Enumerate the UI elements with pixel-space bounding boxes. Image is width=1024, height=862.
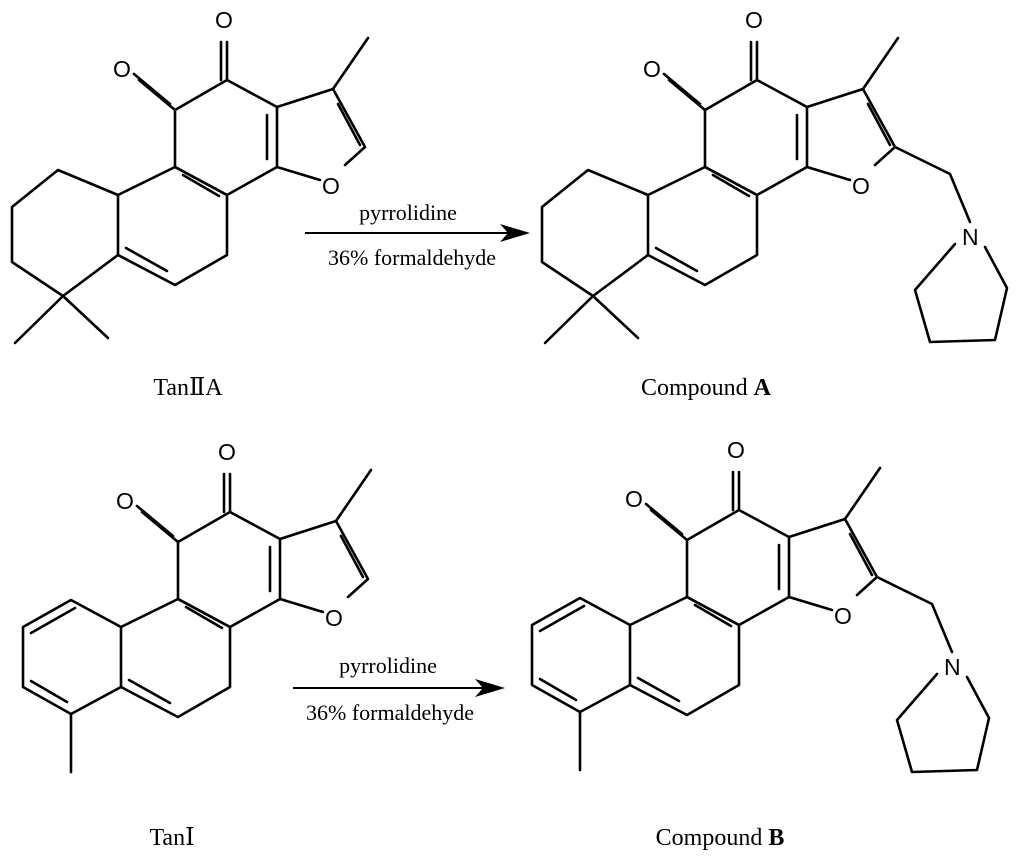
- oxygen-atom: O: [113, 56, 131, 82]
- nitrogen-atom: N: [944, 654, 961, 680]
- oxygen-atom: O: [643, 56, 661, 82]
- reagent-pyrrolidine: pyrrolidine: [339, 653, 437, 678]
- product-label-compound-a: Compound A: [641, 375, 772, 401]
- oxygen-atom: O: [745, 7, 763, 33]
- reactant-label-tan-i: TanⅠ: [149, 825, 194, 851]
- reagent-formaldehyde: 36% formaldehyde: [306, 700, 474, 725]
- nitrogen-atom: N: [962, 224, 979, 250]
- tan-i-structure: O O O: [21, 439, 373, 774]
- oxygen-atom: O: [852, 173, 870, 199]
- compound-b-structure: O O O N: [530, 437, 991, 774]
- reactant-label-tan-iia: TanⅡA: [153, 375, 223, 401]
- oxygen-atom: O: [218, 439, 236, 465]
- oxygen-atom: O: [215, 7, 233, 33]
- reaction-arrow-2: [293, 679, 505, 697]
- oxygen-atom: O: [727, 437, 745, 463]
- oxygen-atom: O: [322, 173, 340, 199]
- oxygen-atom: O: [116, 488, 134, 514]
- tan-iia-structure: O O O: [10, 7, 370, 345]
- oxygen-atom: O: [625, 486, 643, 512]
- oxygen-atom: O: [325, 605, 343, 631]
- oxygen-atom: O: [834, 603, 852, 629]
- reagent-formaldehyde: 36% formaldehyde: [328, 245, 496, 270]
- reaction-arrow-1: [305, 224, 530, 242]
- product-label-compound-b: Compound B: [656, 825, 785, 851]
- compound-a-structure: O O O N: [540, 7, 1009, 345]
- reagent-pyrrolidine: pyrrolidine: [359, 200, 457, 225]
